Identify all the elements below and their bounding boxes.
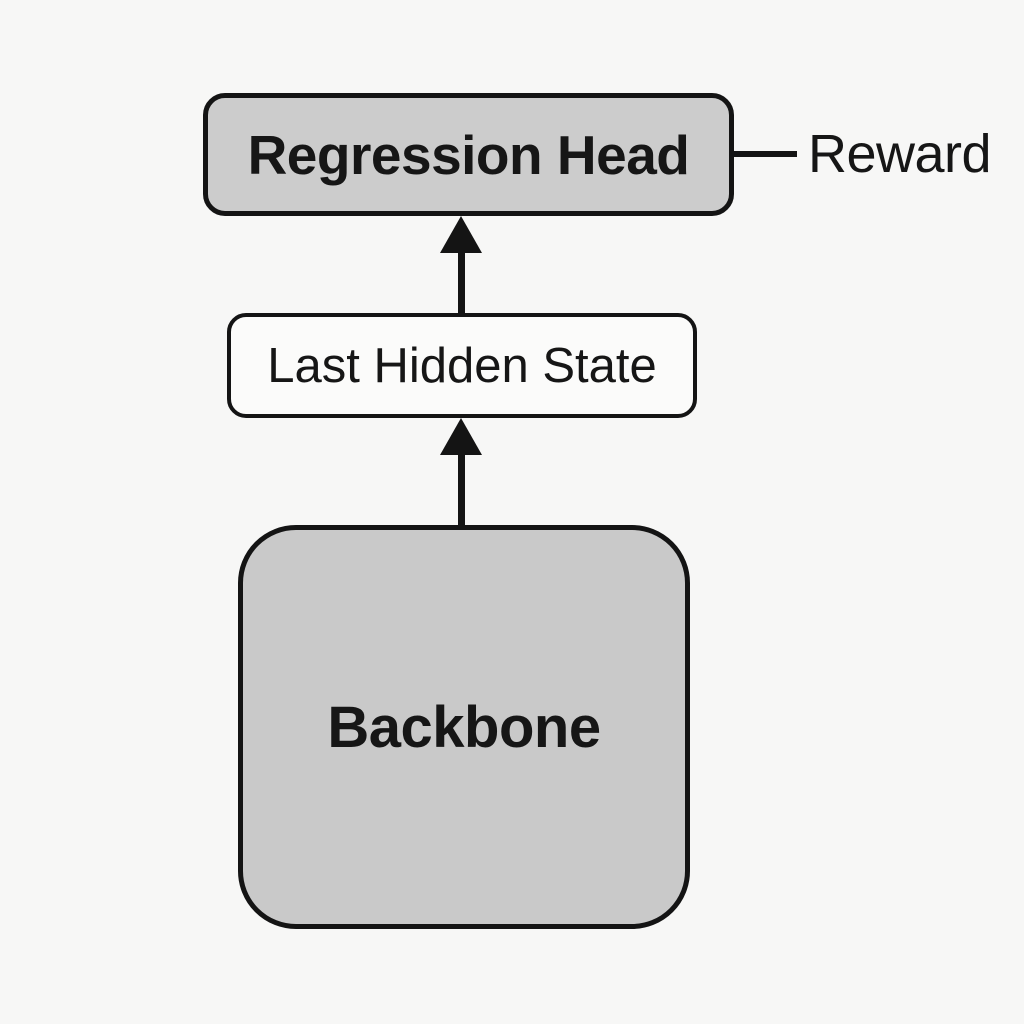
reward-output-label: Reward xyxy=(808,111,992,197)
node-backbone-label: Backbone xyxy=(327,694,601,760)
node-last-hidden-state: Last Hidden State xyxy=(227,313,697,418)
node-regression-head: Regression Head xyxy=(203,93,734,216)
arrowhead-icon xyxy=(440,216,482,253)
reward-connector-line xyxy=(733,151,797,157)
reward-output-label-text: Reward xyxy=(808,124,992,184)
arrow-shaft xyxy=(457,455,465,528)
arrow-shaft xyxy=(457,253,465,315)
node-backbone: Backbone xyxy=(238,525,690,929)
arrowhead-icon xyxy=(440,418,482,455)
node-last-hidden-state-label: Last Hidden State xyxy=(267,338,657,393)
arrow-up-hidden-to-head-icon xyxy=(440,216,482,315)
node-regression-head-label: Regression Head xyxy=(247,123,690,186)
arrow-up-backbone-to-hidden-icon xyxy=(440,418,482,528)
